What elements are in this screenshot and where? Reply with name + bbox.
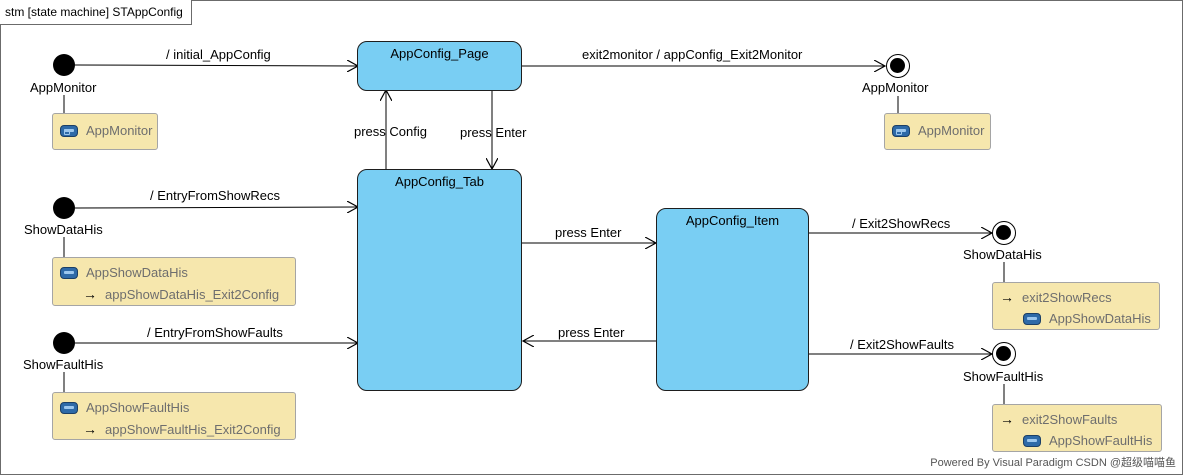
frame-title: stm [state machine] STAppConfig [0,0,192,25]
note-row: AppShowDataHis [60,265,188,280]
note-row: AppShowFaultHis [1023,433,1152,448]
edge-entry-from-showrecs [74,207,358,208]
transition-label-press-enter-down: press Enter [460,125,527,140]
footer-watermark: Powered By Visual Paradigm CSDN @超级喵喵鱼 [930,457,1176,469]
note-row: → appShowFaultHis_Exit2Config [83,421,281,437]
state-icon [60,401,78,414]
state-appconfig-item[interactable]: AppConfig_Item [656,208,809,391]
submachine-icon [60,124,78,137]
entry-point-showdatahis[interactable] [53,197,75,219]
edge-initial-appconfig [74,65,358,66]
entry-point-appmonitor[interactable] [53,54,75,76]
note-ref-text: AppMonitor [918,123,985,138]
transition-label-entry-from-showfaults: / EntryFromShowFaults [147,325,283,340]
note-row: AppMonitor [892,123,984,138]
note-action-text: exit2ShowFaults [1022,411,1118,427]
note-row: AppMonitor [60,123,152,138]
note-ref-text: AppShowDataHis [1049,311,1151,326]
transition-label-initial-appconfig: / initial_AppConfig [166,47,271,62]
note-ref-text: AppShowFaultHis [1049,433,1153,448]
note-showfaulthis-in[interactable]: AppShowFaultHis → appShowFaultHis_Exit2C… [52,392,296,440]
transition-label-entry-from-showrecs: / EntryFromShowRecs [150,188,281,203]
note-showfaulthis-out[interactable]: → exit2ShowFaults AppShowFaultHis [992,404,1162,452]
transition-label-press-enter-left: press Enter [558,325,625,340]
transition-label-exit2showfaults: / Exit2ShowFaults [850,337,955,352]
note-action-text: appShowDataHis_Exit2Config [105,286,280,302]
state-appconfig-page[interactable]: AppConfig_Page [357,41,522,91]
entry-point-label: ShowFaultHis [23,357,104,372]
note-action-text: exit2ShowRecs [1022,289,1112,305]
exit-point-showfaulthis[interactable] [992,342,1016,366]
exit-point-showdatahis[interactable] [992,221,1016,245]
note-showdatahis-out[interactable]: → exit2ShowRecs AppShowDataHis [992,282,1160,330]
note-row: AppShowFaultHis [60,400,189,415]
transition-label-exit2monitor: exit2monitor / appConfig_Exit2Monitor [582,47,803,62]
note-ref-text: AppShowFaultHis [86,400,190,415]
exit-point-label: ShowDataHis [963,247,1042,262]
note-row: → exit2ShowFaults [1000,411,1117,427]
note-appmonitor-in[interactable]: AppMonitor [52,113,158,150]
note-ref-text: AppMonitor [86,123,153,138]
note-row: AppShowDataHis [1023,311,1151,326]
state-title: AppConfig_Tab [395,174,484,189]
submachine-icon [892,124,910,137]
note-appmonitor-out[interactable]: AppMonitor [884,113,991,150]
note-row: → exit2ShowRecs [1000,289,1112,305]
state-icon [1023,312,1041,325]
transition-label-press-config: press Config [354,124,427,139]
state-icon [1023,434,1041,447]
exit-action-arrow-icon: → [1000,411,1014,427]
entry-point-label: AppMonitor [30,80,97,95]
exit-point-label: AppMonitor [862,80,929,95]
entry-point-label: ShowDataHis [24,222,103,237]
state-title: AppConfig_Item [685,213,780,228]
transition-label-exit2showrecs: / Exit2ShowRecs [852,216,951,231]
state-appconfig-tab[interactable]: AppConfig_Tab [357,169,522,391]
exit-action-arrow-icon: → [1000,289,1014,305]
exit-action-arrow-icon: → [83,421,97,437]
note-action-text: appShowFaultHis_Exit2Config [105,421,281,437]
exit-action-arrow-icon: → [83,286,97,302]
state-title: AppConfig_Page [390,46,489,61]
note-showdatahis-in[interactable]: AppShowDataHis → appShowDataHis_Exit2Con… [52,257,296,306]
transition-label-press-enter-right: press Enter [555,225,622,240]
state-icon [60,266,78,279]
exit-point-label: ShowFaultHis [963,369,1044,384]
exit-point-appmonitor[interactable] [886,54,910,78]
note-ref-text: AppShowDataHis [86,265,188,280]
entry-point-showfaulthis[interactable] [53,332,75,354]
note-row: → appShowDataHis_Exit2Config [83,286,279,302]
